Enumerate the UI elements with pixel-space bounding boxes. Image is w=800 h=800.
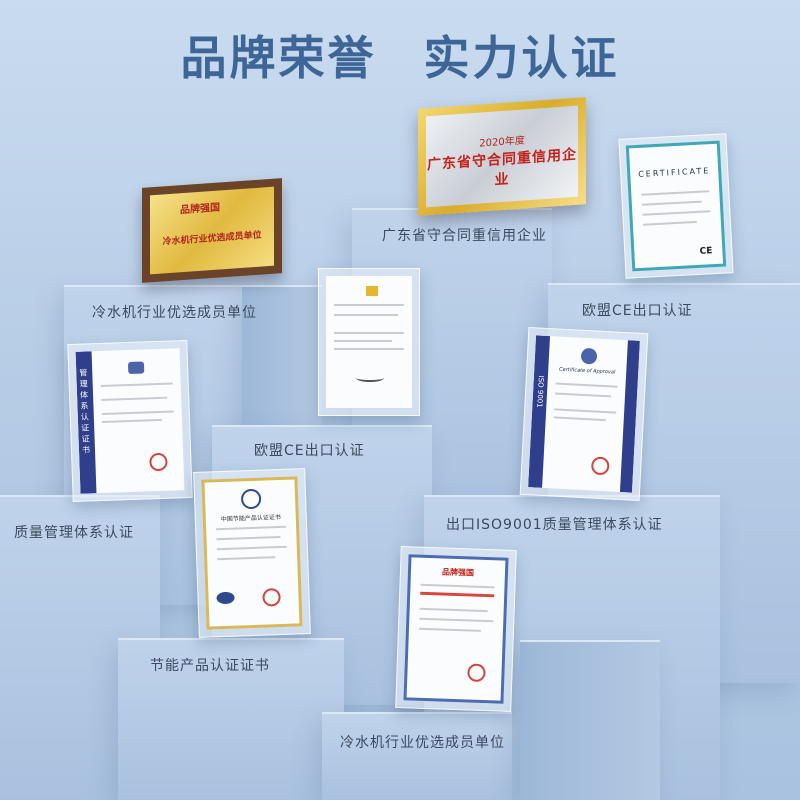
certificate-machinery [326,276,412,408]
brand-red-line [420,591,495,598]
caption-ce-middle: 欧盟CE出口认证 [254,443,365,459]
certificate-brand: 品牌强国 [403,554,509,704]
frame-energy-saving: 中国节能产品认证证书 [193,468,311,638]
quality-logo-icon [127,361,145,375]
certificate-quality: 管理体系认证证书 [75,348,185,494]
energy-logo-icon [240,488,262,510]
certificate-approval-title: Certificate of Approval [558,366,616,376]
globe-logo-icon [580,347,598,365]
certificate-ce-title: CERTIFICATE [637,166,711,179]
frame-quality-management: 管理体系认证证书 [67,339,193,503]
caption-energy: 节能产品认证证书 [150,658,270,674]
plaque-chiller-member: 品牌强国 冷水机行业优选成员单位 [142,178,282,283]
certificate-energy-title: 中国节能产品认证证书 [220,513,281,524]
title-brand-honor: 品牌荣誉 [180,31,377,85]
pedestal-side-right [520,640,660,800]
page-title: 品牌荣誉 实力认证 [0,22,800,88]
seal-icon [467,663,486,683]
frame-ce-top-right: CERTIFICATE CE [618,133,734,279]
certificate-brand-logo: 品牌强国 [441,567,475,578]
ccc-logo-icon [216,591,235,605]
frame-iso-approval: ISO 9001 Certificate of Approval [519,326,649,502]
certificate-ce: CERTIFICATE CE [625,140,727,272]
frame-brand-member: 品牌强国 [395,546,517,712]
plaque-guangdong: 2020年度 广东省守合同重信用企业 [418,97,586,216]
certificate-energy: 中国节能产品认证证书 [201,476,303,630]
seal-icon [262,588,281,607]
seal-icon [149,452,168,472]
caption-quality: 质量管理体系认证 [14,525,134,541]
seal-icon [590,456,610,476]
signature-icon [356,374,384,382]
caption-iso-export: 出口ISO9001质量管理体系认证 [446,517,663,533]
certificate-approval: ISO 9001 Certificate of Approval [528,335,640,493]
ce-mark-icon: CE [699,246,713,257]
caption-ce-right: 欧盟CE出口认证 [582,303,693,319]
caption-chiller-bottom: 冷水机行业优选成员单位 [340,735,505,751]
iso-side-band-right [619,340,640,493]
caption-guangdong: 广东省守合同重信用企业 [382,228,547,244]
plaque-logo-text: 品牌强国 [180,202,220,217]
frame-machinery-directive [318,268,420,416]
pedestal-chiller-bottom [322,712,512,800]
certificate-logo-icon [366,286,378,296]
title-certification: 实力认证 [423,31,620,85]
caption-chiller-top: 冷水机行业优选成员单位 [92,305,257,321]
plaque-main-text: 冷水机行业优选成员单位 [162,230,262,248]
pedestal-energy [118,638,344,800]
